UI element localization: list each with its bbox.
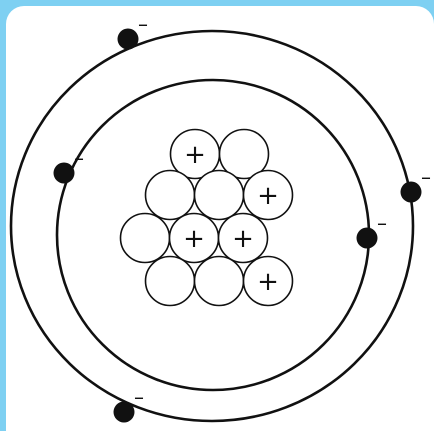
neutron: [195, 171, 244, 220]
electron: [401, 182, 422, 203]
neutron: [146, 171, 195, 220]
electron-sign: –: [138, 12, 148, 36]
electron-sign: –: [421, 165, 431, 189]
electron-sign: –: [74, 146, 84, 170]
neutron: [146, 257, 195, 306]
electron: [357, 228, 378, 249]
neutron: [195, 257, 244, 306]
proton-sign: +: [257, 267, 279, 297]
proton-sign: +: [183, 224, 205, 254]
proton-sign: +: [232, 224, 254, 254]
electron-sign: –: [134, 385, 144, 409]
electron-sign: –: [377, 211, 387, 235]
neutron: [121, 214, 170, 263]
proton-sign: +: [257, 181, 279, 211]
proton-sign: +: [184, 140, 206, 170]
electron: [114, 402, 135, 423]
electron: [118, 29, 139, 50]
electron: [54, 163, 75, 184]
